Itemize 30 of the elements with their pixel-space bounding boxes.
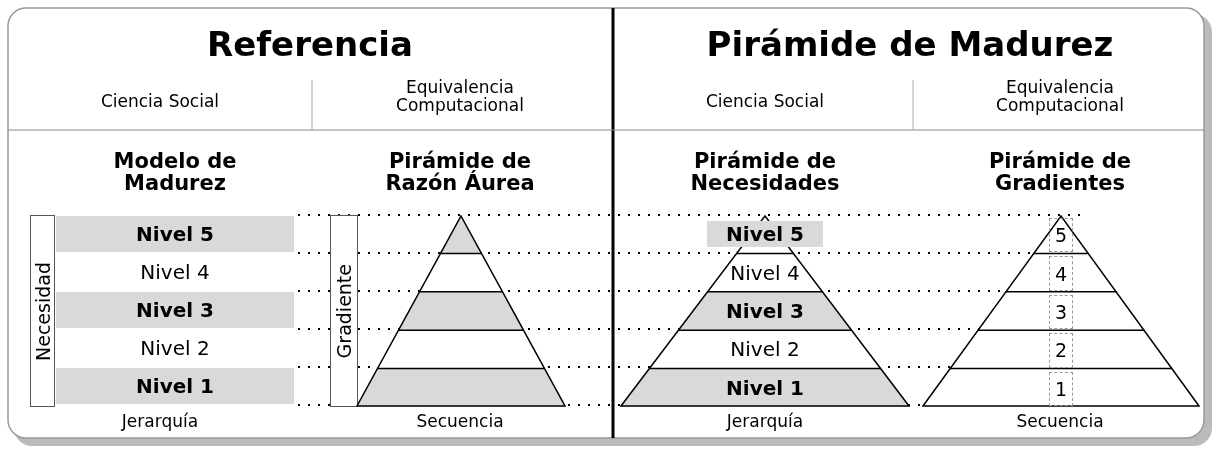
number-tag: 1 xyxy=(1049,371,1073,406)
number-tag: 4 xyxy=(1049,256,1073,291)
column-heading: Modelo de Madurez xyxy=(113,148,237,195)
heading: Pirámide de Madurez xyxy=(706,24,1114,65)
pyramid-drawing xyxy=(356,215,566,407)
level-row: Nivel 1 xyxy=(55,367,295,405)
level-label-tag: Nivel 5 xyxy=(707,221,823,248)
axis-label-box: Necesidad xyxy=(30,215,55,407)
column-heading: Pirámide de Gradientes xyxy=(988,148,1132,195)
pyramid-drawing xyxy=(922,215,1200,407)
heading: Referencia xyxy=(207,24,413,65)
axis-label-box: Gradiente xyxy=(330,215,358,407)
subheading: Ciencia Social xyxy=(705,91,825,112)
level-label: Nivel 2 xyxy=(707,334,823,365)
level-label: Nivel 4 xyxy=(707,257,823,288)
pyramid-drawing xyxy=(620,215,910,407)
caption-text: Secuencia xyxy=(416,411,504,432)
number-tag: 3 xyxy=(1049,294,1073,330)
level-row: Nivel 5 xyxy=(55,215,295,253)
number-tag: 2 xyxy=(1049,333,1073,368)
column-heading: Pirámide de Razón Áurea xyxy=(385,148,535,195)
subheading: Ciencia Social xyxy=(100,91,220,112)
caption-text: Secuencia xyxy=(1016,411,1104,432)
caption-text: Jerarquía xyxy=(121,411,199,432)
subheading: Equivalencia Computacional xyxy=(396,77,524,115)
caption-text: Jerarquía xyxy=(726,411,804,432)
column-heading: Pirámide de Necesidades xyxy=(690,148,840,195)
number-tag: 5 xyxy=(1049,218,1073,253)
subheading: Equivalencia Computacional xyxy=(996,77,1124,115)
level-row: Nivel 3 xyxy=(55,291,295,329)
